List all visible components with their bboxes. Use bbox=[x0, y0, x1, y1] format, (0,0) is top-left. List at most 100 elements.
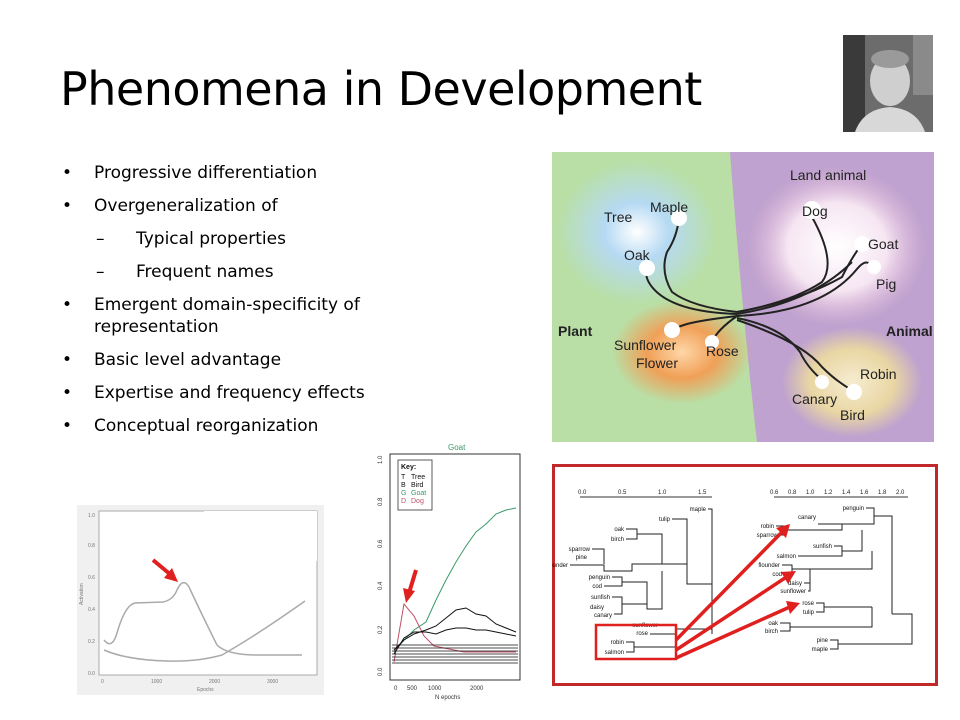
right-leaf: flounder bbox=[758, 563, 780, 569]
sub-bullet-item: Frequent names bbox=[62, 261, 422, 283]
goat-xtick-1: 500 bbox=[407, 686, 418, 692]
left-leaf: robin bbox=[611, 640, 624, 646]
goat-key-code-t: T bbox=[401, 474, 406, 481]
left-leaf: cod bbox=[592, 584, 602, 590]
goat-key-label-tree: Tree bbox=[411, 474, 425, 481]
goat-ytick-0: 0.0 bbox=[378, 667, 384, 676]
activation-peak-arrow-shaft bbox=[151, 558, 173, 577]
ytick-1: 0.2 bbox=[88, 639, 95, 645]
bullet-item: Overgeneralization of bbox=[62, 195, 422, 217]
right-leaf: sunflower bbox=[780, 589, 806, 595]
right-tick-7: 2.0 bbox=[896, 490, 905, 496]
dendrogram-arrows bbox=[674, 524, 800, 660]
sub-bullet-item: Typical properties bbox=[62, 228, 422, 250]
goat-series-goat bbox=[393, 507, 517, 653]
label-robin: Robin bbox=[860, 366, 897, 382]
goat-series-bird bbox=[393, 607, 517, 651]
label-maple: Maple bbox=[650, 199, 688, 215]
left-tick-3: 1.5 bbox=[698, 490, 707, 496]
goat-xtick-3: 2000 bbox=[470, 686, 484, 692]
label-animal: Animal bbox=[886, 323, 933, 339]
left-tick-2: 1.0 bbox=[658, 490, 667, 496]
label-goat: Goat bbox=[868, 236, 898, 252]
bullet-item: Conceptual reorganization bbox=[62, 415, 422, 437]
goat-key-code-b: B bbox=[401, 482, 406, 489]
ytick-0: 0.0 bbox=[88, 671, 95, 677]
xtick-1: 1000 bbox=[151, 679, 162, 685]
right-leaf: salmon bbox=[777, 554, 796, 560]
ytick-4: 0.8 bbox=[88, 543, 95, 549]
highlight-box bbox=[594, 623, 678, 661]
activation-plot: 0.0 0.2 0.4 0.6 0.8 1.0 0 1000 2000 3000… bbox=[77, 505, 324, 695]
bullet-item: Basic level advantage bbox=[62, 349, 422, 371]
right-leaf: daisy bbox=[788, 581, 802, 587]
left-leaf: daisy bbox=[590, 605, 604, 611]
dendrogram-frame bbox=[552, 464, 938, 686]
ytick-5: 1.0 bbox=[88, 513, 95, 519]
label-canary: Canary bbox=[792, 391, 837, 407]
xtick-0: 0 bbox=[101, 679, 104, 685]
bullet-item: Progressive differentiation bbox=[62, 162, 422, 184]
left-leaf: penguin bbox=[589, 575, 610, 581]
goat-peak-arrow-shaft bbox=[407, 569, 418, 594]
left-leaf: birch bbox=[611, 537, 624, 543]
goat-key-label-goat: Goat bbox=[411, 490, 426, 497]
left-leaf: salmon bbox=[605, 650, 624, 656]
trajectory-lines bbox=[645, 216, 873, 391]
left-leaf: oak bbox=[614, 527, 625, 533]
left-leaf: canary bbox=[594, 613, 612, 619]
goat-series-dog bbox=[393, 602, 516, 663]
activation-curve-specific bbox=[103, 600, 306, 662]
goat-series-tree bbox=[393, 627, 517, 655]
label-rose: Rose bbox=[706, 343, 739, 359]
dendrogram-panel: 0.0 0.5 1.0 1.5 0.6 0.8 1.0 1.2 1.4 1.6 … bbox=[546, 464, 938, 686]
speaker-photo bbox=[843, 35, 933, 132]
right-leaf: maple bbox=[812, 647, 829, 653]
land-animal-cluster bbox=[747, 167, 927, 327]
right-tick-1: 0.8 bbox=[788, 490, 797, 496]
left-leaf: rose bbox=[636, 631, 648, 637]
goat-noise-band bbox=[392, 644, 518, 664]
left-leaf: tulip bbox=[659, 517, 671, 523]
goat-key-title: Key: bbox=[401, 464, 416, 471]
label-flower: Flower bbox=[636, 355, 678, 371]
right-tick-6: 1.8 bbox=[878, 490, 887, 496]
goat-key-code-d: D bbox=[401, 498, 406, 505]
activation-peak-arrow-head bbox=[164, 568, 178, 582]
bird-cluster bbox=[782, 327, 922, 437]
goat-plot-title: Goat bbox=[448, 443, 466, 452]
right-leaf: birch bbox=[765, 629, 778, 635]
tree-cluster bbox=[557, 160, 717, 304]
slide-title: Phenomena in Development bbox=[60, 62, 702, 116]
ytick-3: 0.6 bbox=[88, 575, 95, 581]
goat-x-axis-label: N epochs bbox=[435, 695, 460, 701]
right-tick-4: 1.4 bbox=[842, 490, 851, 496]
goat-peak-arrow-head bbox=[403, 588, 415, 603]
xtick-2: 2000 bbox=[209, 679, 220, 685]
right-leaf: tulip bbox=[803, 610, 815, 616]
right-leaf: canary bbox=[798, 515, 816, 521]
label-pig: Pig bbox=[876, 276, 896, 292]
ytick-2: 0.4 bbox=[88, 607, 95, 613]
label-plant: Plant bbox=[558, 323, 593, 339]
concept-points bbox=[639, 201, 881, 400]
right-dendrogram-tree bbox=[776, 507, 913, 650]
right-leaf: oak bbox=[768, 621, 779, 627]
left-leaf: flounder bbox=[552, 563, 568, 569]
semantic-map: Land animal Maple Tree Oak Dog Goat Pig … bbox=[552, 152, 934, 442]
x-axis-label: Epochs bbox=[197, 687, 214, 693]
goat-key-label-bird: Bird bbox=[411, 482, 424, 489]
goat-key-label-dog: Dog bbox=[411, 498, 424, 505]
left-leaf: sunfish bbox=[591, 595, 610, 601]
right-leaf: cod bbox=[772, 572, 782, 578]
right-leaf: pine bbox=[817, 638, 829, 644]
label-dog: Dog bbox=[802, 203, 828, 219]
right-leaf: sparrow bbox=[757, 533, 779, 539]
left-leaf: pine bbox=[576, 555, 588, 561]
bullet-item: Expertise and frequency effects bbox=[62, 382, 422, 404]
left-leaf: sparrow bbox=[569, 547, 591, 553]
right-tick-2: 1.0 bbox=[806, 490, 815, 496]
goat-ytick-4: 0.8 bbox=[378, 497, 384, 506]
y-axis-label: Activation bbox=[79, 583, 85, 605]
